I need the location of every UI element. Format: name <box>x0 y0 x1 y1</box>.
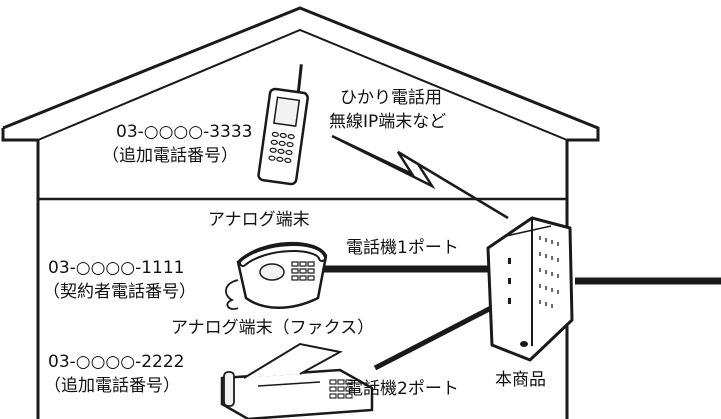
router-label: 本商品 <box>495 370 546 390</box>
port1-label: 電話機1ポート <box>346 238 459 258</box>
fax-machine-icon <box>220 342 374 419</box>
wireless-link-icon <box>331 134 509 220</box>
port2-label: 電話機2ポート <box>346 379 459 399</box>
port2-cable <box>373 304 495 371</box>
analog-terminal-title: アナログ端末 <box>208 210 310 230</box>
wireless-device-name-line2: 無線IP端末など <box>329 112 446 132</box>
house-outline <box>1 6 600 419</box>
house-roof-inner <box>37 28 568 141</box>
wireless-phone-icon <box>257 64 309 186</box>
fax-terminal-title: アナログ端末（ファクス） <box>171 318 374 338</box>
fax-number: 03-○○○○-2222 <box>48 352 185 372</box>
house-roof-outer <box>2 6 600 142</box>
wireless-number: 03-○○○○-3333 <box>116 122 253 142</box>
wireless-number-note: （追加電話番号） <box>102 146 238 166</box>
analog-number: 03-○○○○-1111 <box>48 258 185 278</box>
fax-number-note: （追加電話番号） <box>44 376 180 396</box>
analog-telephone-icon <box>225 241 328 310</box>
router-icon <box>486 216 574 362</box>
analog-number-note: （契約者電話番号） <box>43 282 196 302</box>
wireless-device-name-line1: ひかり電話用 <box>340 88 442 108</box>
house-roof-left-edge <box>1 128 38 142</box>
